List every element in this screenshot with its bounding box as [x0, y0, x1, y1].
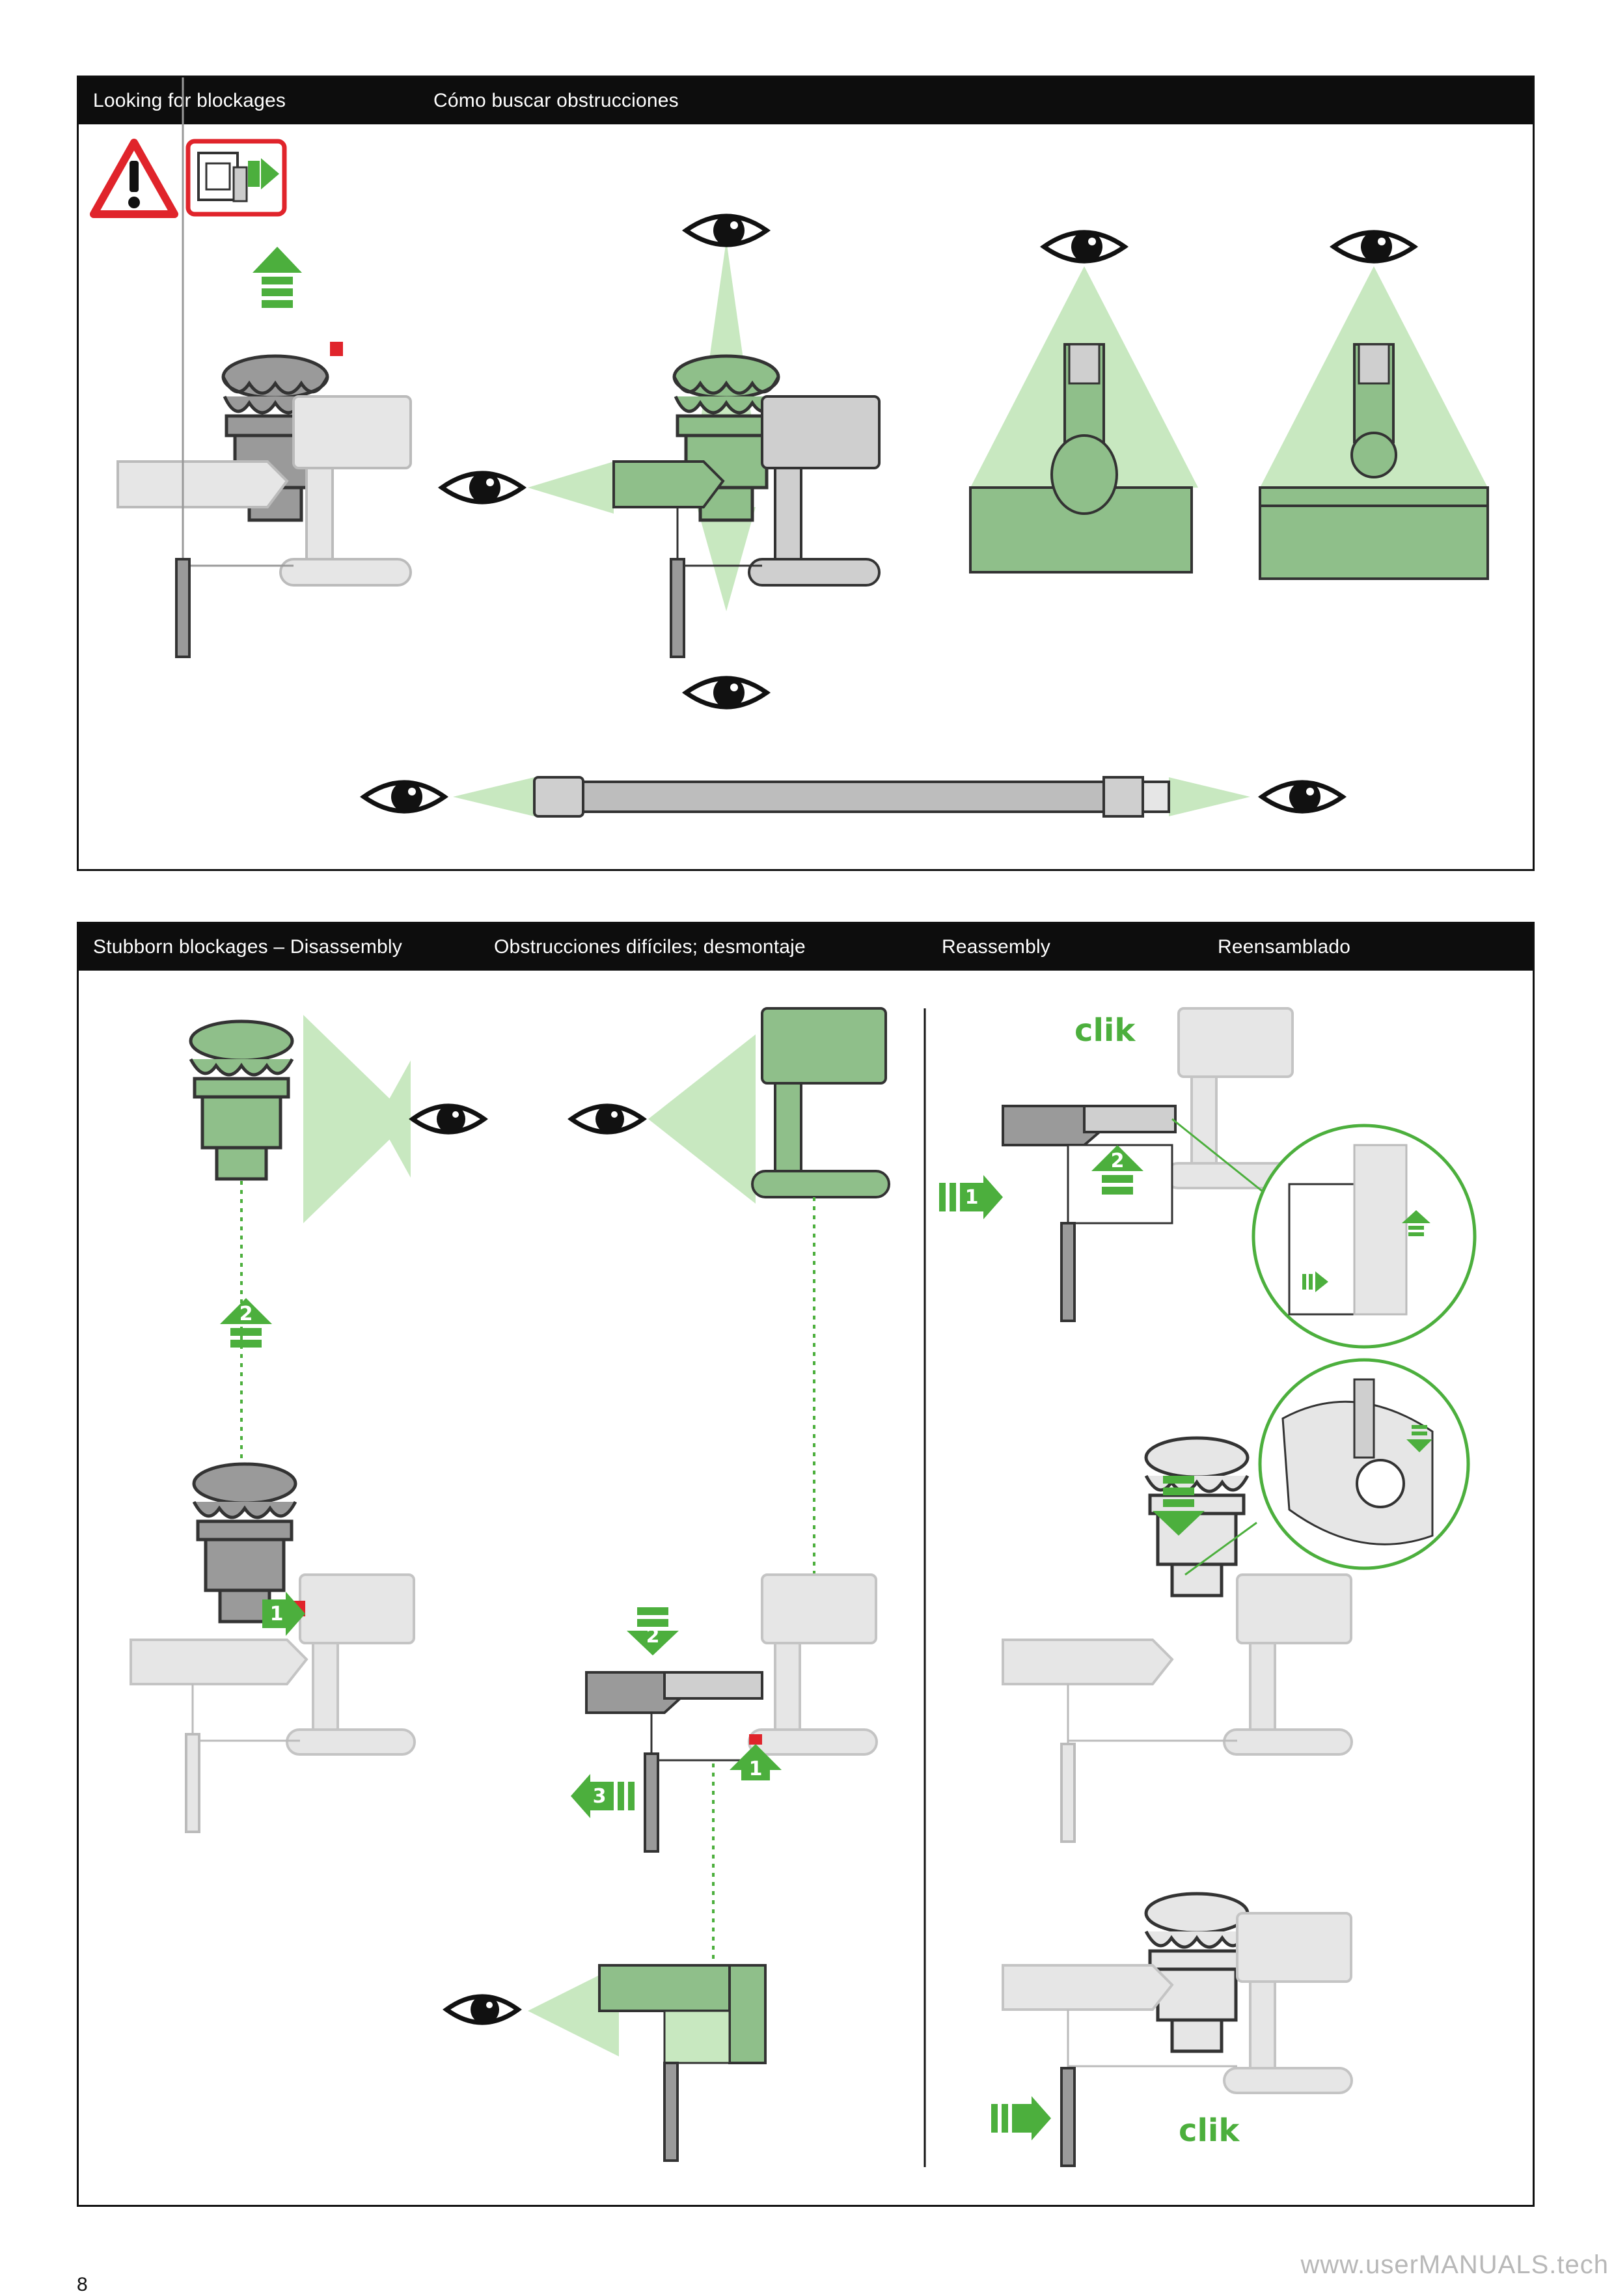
watermark: www.userMANUALS.tech	[1300, 2250, 1609, 2279]
step-number: 2	[1111, 1150, 1125, 1172]
header-label-es: Obstrucciones difíciles; desmontaje	[494, 936, 806, 958]
floor-tool-motorised	[1259, 231, 1489, 580]
eye-icon	[413, 1105, 484, 1133]
step-number: 2	[239, 1303, 253, 1325]
step-number: 1	[749, 1758, 763, 1780]
blockages-illustration	[90, 77, 1489, 818]
arrow-up-icon	[253, 247, 302, 308]
bin-inspect	[446, 1964, 767, 2162]
arrow-up-icon: 2	[1091, 1145, 1143, 1195]
eye-icon	[1044, 231, 1125, 262]
panel-header: Stubborn blockages – Disassembly Obstruc…	[79, 924, 1533, 971]
arrow-up-icon	[1402, 1210, 1430, 1236]
header-label-en: Stubborn blockages – Disassembly	[93, 936, 402, 958]
eye-icon	[686, 215, 767, 246]
blockages-panel: Looking for blockages Cómo buscar obstru…	[77, 76, 1535, 871]
arrow-down-icon: 2	[627, 1607, 679, 1655]
floor-tool-soft	[969, 231, 1198, 574]
reassembly-tool: clik	[991, 1894, 1353, 2167]
step-number: 1	[270, 1603, 284, 1625]
header-label-en-reassembly: Reassembly	[942, 936, 1051, 958]
clik-label: clik	[1074, 1012, 1136, 1049]
header-label-es-reassembly: Reensamblado	[1218, 936, 1351, 958]
motor-body-inspect	[571, 1007, 890, 1575]
page-number: 8	[77, 2274, 88, 2295]
warning-triangle-icon	[90, 139, 178, 218]
step-number: 3	[593, 1785, 607, 1808]
clik-label: clik	[1179, 2112, 1240, 2149]
arrow-up-icon: 2	[220, 1298, 272, 1348]
eye-icon	[446, 1995, 518, 2024]
unplug-icon	[185, 139, 287, 217]
disassembly-panel: Stubborn blockages – Disassembly Obstruc…	[77, 922, 1535, 2207]
reassembly-cyclone	[1002, 1358, 1470, 1843]
arrow-left-icon: 3	[571, 1774, 635, 1818]
wand-tube	[364, 776, 1343, 818]
arrow-right-icon: 1	[262, 1592, 305, 1636]
vacuum-release-cyclone: 1	[130, 1464, 416, 1833]
cyclone-inspect: 2	[191, 1015, 484, 1477]
reassembly-bin: clik 2 1	[939, 1007, 1477, 1349]
arrow-right-icon: 1	[939, 1175, 1003, 1219]
header-label-en: Looking for blockages	[93, 90, 286, 111]
disassembly-illustration: 2 1	[130, 1007, 1477, 2167]
arrow-up-icon: 1	[730, 1744, 782, 1780]
step-number: 1	[965, 1186, 979, 1209]
eye-icon	[442, 472, 523, 503]
eye-icon	[686, 677, 767, 708]
arrow-down-icon	[1153, 1476, 1205, 1536]
eye-icon	[1334, 231, 1414, 262]
eye-icon	[1262, 781, 1343, 812]
panel-header: Looking for blockages Cómo buscar obstru…	[79, 77, 1533, 124]
vacuum-inspect-inlets	[442, 215, 881, 708]
arrow-down-icon	[1406, 1425, 1432, 1452]
header-label-es: Cómo buscar obstrucciones	[433, 90, 679, 111]
step-number: 2	[646, 1625, 660, 1648]
eye-icon	[571, 1105, 643, 1133]
vacuum-remove-bin	[116, 77, 412, 658]
arrow-right-icon	[1302, 1271, 1328, 1292]
vacuum-release-bin: 2 1 3	[571, 1573, 878, 1985]
eye-icon	[364, 781, 445, 812]
arrow-right-icon	[991, 2096, 1051, 2140]
